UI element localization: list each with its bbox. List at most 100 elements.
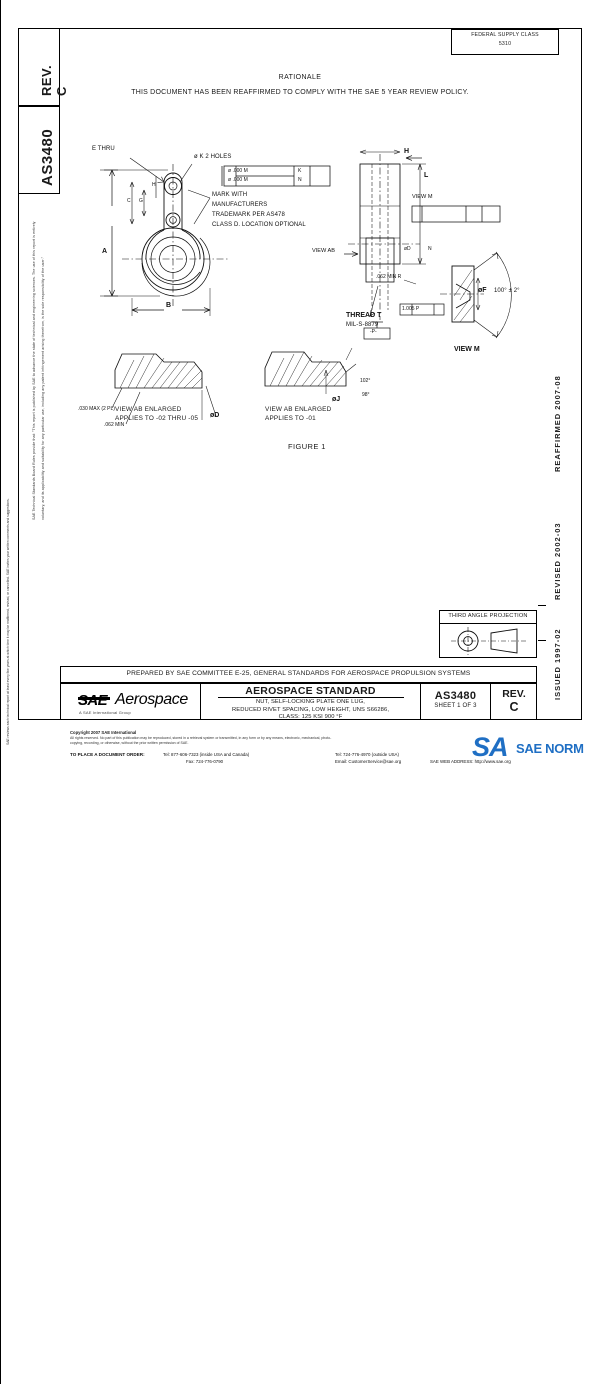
order-label: TO PLACE A DOCUMENT ORDER: (70, 752, 145, 757)
sae-norm-watermark: SA SAE NORM (472, 732, 600, 770)
rationale-body: THIS DOCUMENT HAS BEEN REAFFIRMED TO COM… (131, 89, 469, 96)
dia-f: øF (478, 287, 487, 294)
fcf-tol-2: ø .000 M (228, 177, 248, 183)
legal-text-line2: voluntary, and its applicability and sui… (41, 256, 45, 520)
aerospace-standard-underline (218, 697, 404, 698)
dim-c: C (127, 198, 131, 204)
view-ab-callout: VIEW AB (312, 248, 336, 254)
label-e-thru: E THRU (92, 146, 115, 152)
date-column-rule-right (0, 692, 1, 1384)
note-mark-line1: MARK WITH (212, 192, 248, 198)
dim-h-right: H (404, 148, 410, 155)
legal-text-line3: SAE reviews each technical report at lea… (6, 498, 10, 745)
sae-wordmark-text: SAE (78, 692, 108, 709)
description-line2: REDUCED RIVET SPACING, LOW HEIGHT, UNS S… (231, 706, 390, 713)
label-thread-spec: MIL-S-8879 (346, 322, 379, 328)
description-line1: NUT, SELF-LOCKING PLATE ONE LUG, (255, 699, 366, 705)
copyright-line: Copyright 2007 SAE International (70, 730, 137, 735)
order-tel-usa: Tel: 877-606-7323 (inside USA and Canada… (163, 752, 250, 757)
third-angle-projection-label: THIRD ANGLE PROJECTION (448, 613, 528, 619)
note-mark-line4: CLASS D. LOCATION OPTIONAL (212, 222, 306, 228)
note-062-min: .062 MIN (104, 422, 125, 428)
third-angle-symbol (451, 627, 527, 655)
view-caption-left: VIEW AB ENLARGED APPLIES TO -02 THRU -05 (115, 406, 198, 422)
angle-f: 100° ± 2° (494, 288, 520, 294)
dim-b: B (166, 302, 172, 309)
dim-n: N (428, 246, 432, 252)
angle-j2: 98° (362, 392, 370, 398)
view-caption-left-line2: APPLIES TO -02 THRU -05 (115, 415, 199, 422)
document-description: NUT, SELF-LOCKING PLATE ONE LUG, REDUCED… (201, 699, 420, 722)
fcf-position: 1.005 P (402, 306, 420, 312)
date-revised: REVISED 2002-03 (553, 522, 562, 600)
note-062-min-r: .062 MIN R (376, 274, 402, 280)
dia-d: øD (210, 412, 220, 419)
third-angle-divider (439, 623, 537, 624)
title-block-divider-2 (420, 683, 421, 720)
rights-reserved-text: All rights reserved. No part of this pub… (70, 736, 520, 746)
watermark-tail: SAE NORM (516, 741, 584, 756)
title-block-divider-1 (200, 683, 201, 720)
fsc-line2: 5310 (498, 41, 512, 47)
date-reaffirmed: REAFFIRMED 2007-08 (553, 375, 562, 472)
rights-line1: All rights reserved. No part of this pub… (70, 736, 332, 740)
date-issued: ISSUED 1997-02 (553, 628, 562, 700)
fcf-datum-k: K (298, 168, 302, 174)
note-mark-line2: MANUFACTURERS (212, 202, 268, 208)
fsc-line1: FEDERAL SUPPLY CLASS (471, 32, 539, 38)
view-caption-right-line1: VIEW AB ENLARGED (265, 406, 332, 413)
label-thread-t: THREAD T (346, 312, 382, 319)
engineering-drawing-canvas: E THRU A B C G H ø K 2 HOLES ø .000 M ø … (60, 120, 537, 665)
description-line3: CLASS: 125 KSI 900 °F (278, 714, 343, 721)
sae-logo-bar (78, 697, 110, 700)
dim-h-left: H (152, 182, 156, 188)
sheet-number: SHEET 1 OF 3 (434, 703, 477, 709)
document-number-vertical: AS3480 (39, 128, 56, 186)
drawing-geometry (100, 149, 512, 425)
dim-a: A (102, 248, 108, 255)
rationale-title: RATIONALE (278, 74, 322, 81)
rights-line2: copying, recording, or otherwise, withou… (70, 741, 189, 745)
note-030-max: .030 MAX (2 PL) (78, 406, 115, 412)
revision-box (18, 28, 60, 106)
federal-supply-class-box (451, 29, 559, 55)
prepared-by-bar (60, 666, 537, 683)
date-tick-b (538, 640, 546, 641)
dim-l: L (424, 172, 429, 179)
title-block-divider-3 (490, 683, 491, 720)
title-block-rev-label: REV. (502, 688, 526, 700)
note-mark-line3: TRADEMARK PER AS478 (212, 212, 285, 218)
date-column-rule-left (0, 0, 1, 692)
view-caption-right: VIEW AB ENLARGED APPLIES TO -01 (265, 406, 331, 422)
date-tick-a (538, 605, 546, 606)
sae-aerospace-logo: SAE Aerospace A SAE International Group (78, 691, 196, 715)
figure-label: FIGURE 1 (288, 442, 326, 451)
order-fax: Fax: 724-776-0790 (186, 759, 224, 764)
view-caption-right-line2: APPLIES TO -01 (265, 415, 316, 422)
datum-p: -P- (370, 329, 377, 335)
fcf-tol-1: ø .000 M (228, 168, 248, 174)
aerospace-standard-title: AEROSPACE STANDARD (245, 685, 376, 697)
document-number-box (18, 106, 60, 194)
dim-g: G (139, 198, 143, 204)
order-email: Email: CustomerService@sae.org (335, 759, 402, 764)
sae-wordmark: SAE (78, 692, 110, 709)
dia-d-right: øD (404, 246, 411, 252)
order-tel-outside: Tel: 724-776-4970 (outside USA) (335, 752, 399, 757)
watermark-main: SA (472, 732, 509, 762)
view-m-callout: VIEW M (412, 194, 433, 200)
note-k-holes: ø K 2 HOLES (194, 154, 232, 160)
third-angle-projection-box (439, 610, 537, 658)
fcf-datum-n: N (298, 177, 302, 183)
view-caption-left-line1: VIEW AB ENLARGED (115, 406, 182, 413)
federal-supply-class-text: FEDERAL SUPPLY CLASS 5310 (451, 31, 559, 49)
title-block-doc-number: AS3480 (434, 690, 477, 702)
order-web-address: SAE WEB ADDRESS: http://www.sae.org (430, 759, 511, 764)
aerospace-wordmark: Aerospace (115, 691, 188, 708)
dia-j: øJ (332, 396, 341, 403)
title-block-rev-value: C (509, 700, 519, 714)
angle-j1: 102° (360, 378, 371, 384)
view-m-label: VIEW M (454, 346, 480, 353)
prepared-by-text: PREPARED BY SAE COMMITTEE E-25, GENERAL … (126, 670, 471, 677)
